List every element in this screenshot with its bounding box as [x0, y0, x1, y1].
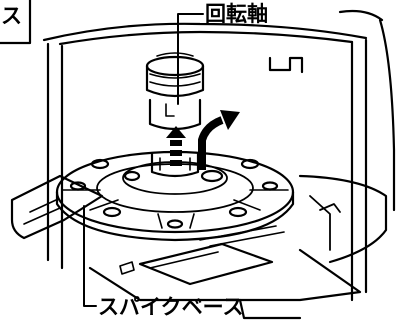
housing	[42, 9, 396, 320]
spike-base-label: スパイクベース	[98, 295, 244, 319]
spike-base-leader	[83, 205, 97, 307]
rotation-shaft	[145, 52, 205, 178]
rotate-arrow	[198, 110, 240, 170]
corner-label-frame	[0, 0, 32, 45]
corner-label-fragment: ス	[1, 4, 22, 28]
up-arrow	[166, 126, 186, 166]
rotation-axis-label: 回転軸	[205, 2, 268, 26]
rotation-axis-leader	[177, 13, 204, 105]
